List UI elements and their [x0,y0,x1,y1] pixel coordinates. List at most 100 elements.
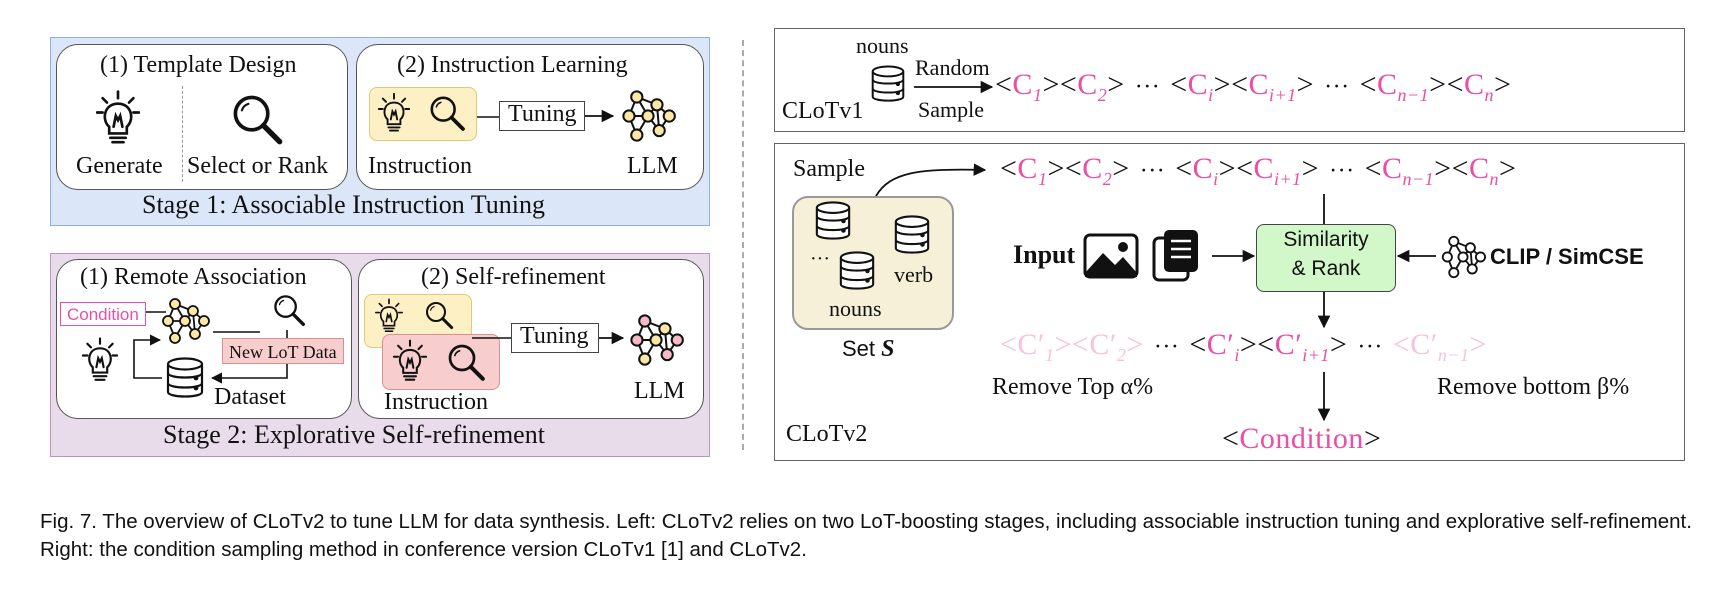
clotv1-nouns-label: nouns [856,33,909,58]
angle-close: > [1112,152,1130,185]
angle-open: < [1170,68,1188,101]
token-subscript: 2 [1116,345,1127,365]
token-subscript: n [1484,85,1495,105]
sample-label: Sample [918,97,984,122]
sequence-ellipsis: ··· [1324,74,1350,100]
angle-open: < [1071,328,1090,361]
angle-close: > [1213,68,1232,101]
rank-label: & Rank [1291,257,1361,280]
clotv2-sequence-top: <C1><C2>···<Ci><Ci+1>···<Cn−1><Cn> [1000,152,1516,190]
angle-open: < [1364,152,1382,185]
token-subscript: n−1 [1437,345,1470,365]
angle-open: < [1231,68,1249,101]
token-subscript: n−1 [1397,85,1430,105]
remove-top-label: Remove Top α% [992,374,1154,400]
token-base: C [1377,68,1398,101]
token-subscript: 1 [1032,85,1043,105]
token-base: C [1253,152,1275,185]
angle-close: > [1296,68,1315,101]
condition-token: <Cn> [1446,68,1512,105]
token-subscript: 2 [1102,169,1113,189]
tuning-box [499,101,585,131]
angle-close: > [1047,152,1065,185]
angle-open: < [1059,68,1078,101]
sequence-ellipsis: ··· [1134,74,1161,100]
input-label: Input [1013,240,1076,269]
condition-token: <Ci+1> [1231,68,1315,105]
token-subscript: i [1208,85,1214,105]
angle-close: > [1042,68,1060,101]
clotv1-sequence: <C1><C2>···<Ci><Ci+1>···<Cn−1><Cn> [995,68,1511,106]
token-base: C′ [1206,328,1235,361]
token-subscript: n [1489,169,1500,189]
condition-token: <C′n−1> [1392,328,1487,365]
arrow-left [1396,249,1436,263]
token-subscript: i [1234,345,1240,365]
sequence-ellipsis: ··· [1329,158,1355,184]
connector-line [146,311,166,313]
condition-token: <Cn−1> [1364,152,1452,189]
instruction-label: Instruction [384,389,488,415]
token-base: C [1187,68,1209,101]
angle-open: < [1257,328,1275,361]
condition-token: <Cn−1> [1359,68,1447,105]
condition-token: <Ci> [1170,68,1232,105]
stage1-title: Stage 1: Associable Instruction Tuning [142,190,545,219]
angle-open: < [995,68,1013,101]
verb-label: verb [894,262,934,287]
template-divider [182,86,183,182]
center-divider [742,40,744,450]
angle-open: < [1000,328,1018,361]
condition-token: <C′2> [1071,328,1144,365]
token-base: C′ [1017,328,1045,361]
angle-open: < [1222,422,1240,455]
template-design-title: (1) Template Design [100,52,297,78]
angle-close: > [1329,328,1348,361]
angle-close: > [1499,152,1517,185]
instruction-learning-title: (2) Instruction Learning [397,52,628,78]
angle-open: < [1359,68,1377,101]
condition-label: Condition [1239,422,1364,455]
token-base: C [1012,68,1033,101]
condition-token: <C′1> [1000,328,1072,365]
angle-open: < [1000,152,1018,185]
angle-open: < [1392,328,1411,361]
remove-bottom-label: Remove bottom β% [1437,374,1630,400]
document-icon [1152,230,1198,282]
set-symbol: S [881,336,895,362]
token-base: C [1382,152,1403,185]
arrow-right [914,80,994,94]
angle-open: < [1236,152,1254,185]
llm-label: LLM [627,153,678,179]
token-base: C [1077,68,1098,101]
condition-token: <C′i+1> [1257,328,1348,365]
generate-label: Generate [76,153,163,179]
token-base: C′ [1089,328,1117,361]
token-base: C [1464,68,1485,101]
token-base: C [1248,68,1270,101]
connector-line [477,116,499,118]
tuning-label: Tuning [508,101,577,127]
token-subscript: i+1 [1302,345,1330,365]
angle-close: > [1429,68,1447,101]
self-refinement-title: (2) Self-refinement [421,264,606,290]
dataset-label: Dataset [214,384,286,410]
angle-close: > [1434,152,1452,185]
condition-token: <C2> [1059,68,1125,105]
token-base: C [1082,152,1103,185]
token-subscript: n−1 [1402,169,1435,189]
angle-open: < [1064,152,1083,185]
sequence-ellipsis: ··· [1357,334,1383,360]
tuning-label: Tuning [520,323,589,349]
condition-token: <C2> [1064,152,1130,189]
new-lot-data-tag: New LoT Data [222,338,344,364]
angle-open: < [1446,68,1465,101]
arrow-right [599,331,625,345]
tuning-box [511,323,599,353]
remote-association-title: (1) Remote Association [80,264,307,290]
figure-caption: Fig. 7. The overview of CLoTv2 to tune L… [40,510,1692,561]
token-subscript: i+1 [1274,169,1302,189]
similarity-label: Similarity [1283,228,1369,251]
